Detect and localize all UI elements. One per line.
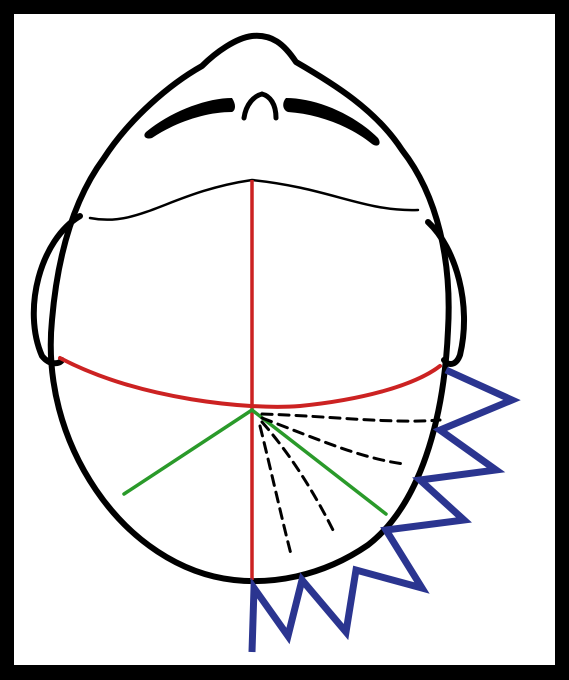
left-eyebrow xyxy=(144,98,235,139)
dashed-line-2 xyxy=(262,418,404,464)
wedge-line-right xyxy=(252,410,386,514)
coronal-line xyxy=(60,358,440,407)
dashed-line-4 xyxy=(260,426,292,558)
nose xyxy=(244,94,276,118)
wedge-line-left xyxy=(124,410,252,494)
dashed-line-1 xyxy=(262,414,440,421)
hairline xyxy=(90,180,418,220)
head-outline xyxy=(51,36,449,581)
